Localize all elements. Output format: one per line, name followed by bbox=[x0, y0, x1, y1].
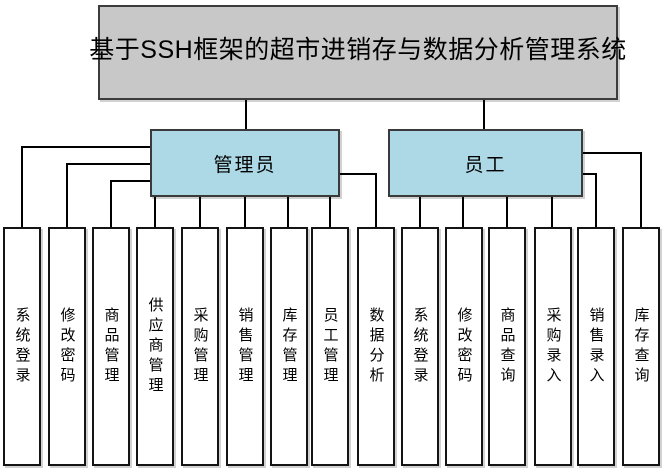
leaf-admin-product-management: 商品管理 bbox=[92, 227, 130, 466]
leaf-label: 数据分析 bbox=[367, 306, 385, 387]
leaf-staff-change-password: 修改密码 bbox=[445, 227, 483, 466]
connector-admin-product-management bbox=[110, 180, 150, 228]
connector-staff-sales-entry bbox=[583, 173, 597, 228]
leaf-label: 销售管理 bbox=[236, 306, 254, 387]
leaf-staff-sales-entry: 销售录入 bbox=[577, 227, 615, 466]
connector-admin-change-password bbox=[66, 163, 150, 228]
leaf-admin-inventory-management: 库存管理 bbox=[270, 227, 308, 466]
leaf-label: 销售录入 bbox=[587, 306, 605, 387]
root-system-title: 基于SSH框架的超市进销存与数据分析管理系统 bbox=[89, 35, 627, 64]
leaf-admin-purchase-management: 采购管理 bbox=[181, 227, 219, 466]
connector-admin-data-analysis bbox=[340, 173, 377, 228]
leaf-staff-purchase-entry: 采购录入 bbox=[534, 227, 572, 466]
leaf-admin-employee-management: 员工管理 bbox=[311, 227, 349, 466]
leaf-admin-change-password: 修改密码 bbox=[48, 227, 86, 466]
leaf-label: 修改密码 bbox=[58, 306, 76, 387]
leaf-label: 采购录入 bbox=[544, 306, 562, 387]
leaf-staff-inventory-query: 库存查询 bbox=[622, 227, 660, 466]
leaf-label: 系统登录 bbox=[411, 306, 429, 387]
leaf-label: 采购管理 bbox=[191, 306, 209, 387]
leaf-label: 商品查询 bbox=[498, 306, 516, 387]
leaf-label: 系统登录 bbox=[13, 306, 31, 387]
leaf-label: 商品管理 bbox=[102, 306, 120, 387]
leaf-admin-sales-management: 销售管理 bbox=[226, 227, 264, 466]
connector-staff-inventory-query bbox=[583, 152, 642, 228]
role-box-staff: 员工 bbox=[388, 129, 583, 197]
leaf-label: 库存查询 bbox=[632, 306, 650, 387]
leaf-label: 库存管理 bbox=[280, 306, 298, 387]
role-staff-label: 员工 bbox=[464, 154, 507, 176]
leaf-label: 供应商管理 bbox=[146, 296, 164, 397]
leaf-label: 员工管理 bbox=[321, 306, 339, 387]
leaf-admin-system-login: 系统登录 bbox=[3, 227, 41, 466]
role-admin-label: 管理员 bbox=[213, 154, 277, 176]
leaf-label: 修改密码 bbox=[455, 306, 473, 387]
connector-admin-system-login bbox=[21, 146, 150, 228]
leaf-admin-data-analysis: 数据分析 bbox=[357, 227, 395, 466]
role-box-admin: 管理员 bbox=[150, 129, 340, 197]
leaf-staff-system-login: 系统登录 bbox=[401, 227, 439, 466]
leaf-staff-product-query: 商品查询 bbox=[488, 227, 526, 466]
root-system-box: 基于SSH框架的超市进销存与数据分析管理系统 bbox=[89, 5, 626, 100]
leaf-admin-supplier-management: 供应商管理 bbox=[136, 227, 174, 466]
